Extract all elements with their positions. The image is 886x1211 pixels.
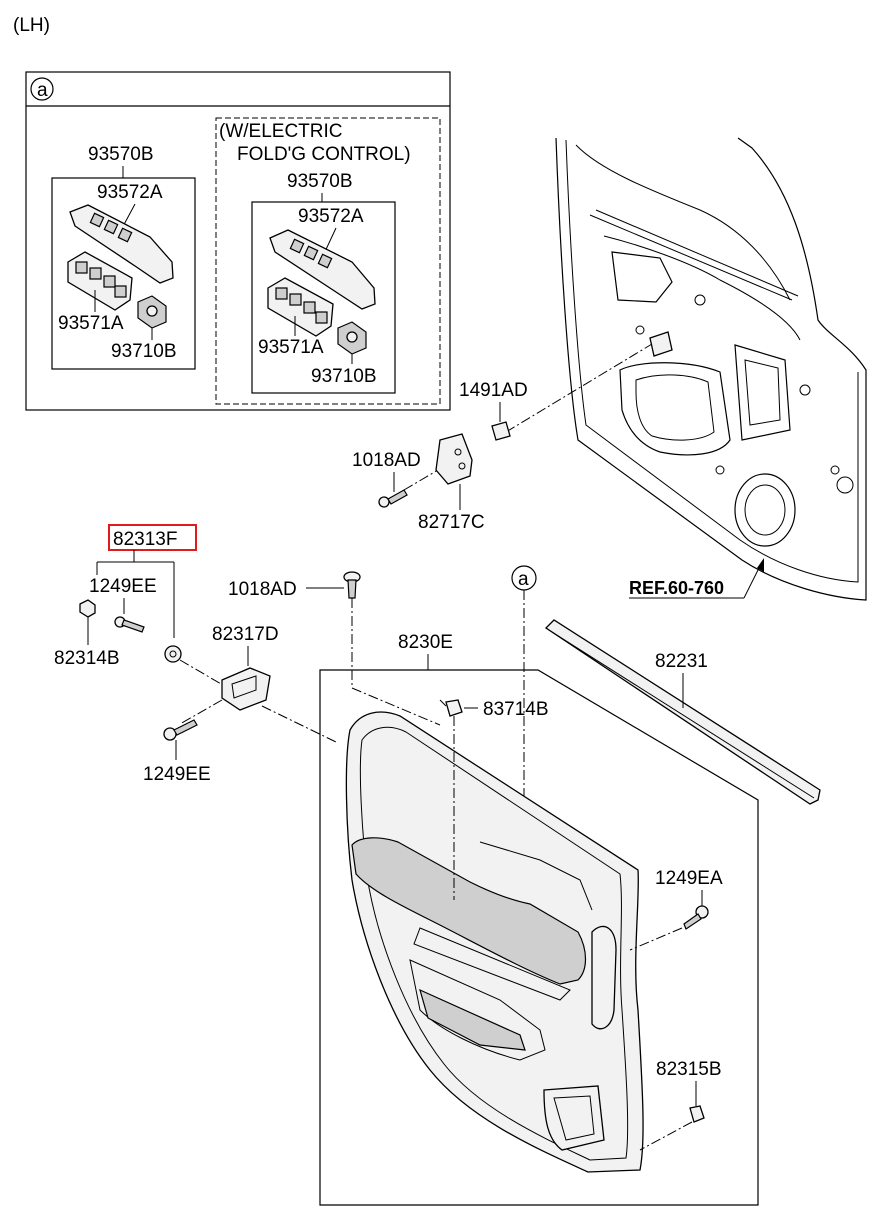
label-93710B-fold: 93710B — [311, 366, 377, 387]
switch-block-93571A-fold — [267, 277, 334, 337]
label-8230E: 8230E — [398, 632, 453, 653]
highlight-82313F — [108, 524, 197, 551]
side-label: (LH) — [13, 15, 50, 36]
bracket-82717C — [435, 433, 473, 485]
standard-switch-group: 93570B 93572A 93571A 93710B — [51, 144, 196, 370]
clip-1491AD — [491, 421, 511, 441]
armrest — [351, 837, 587, 985]
label-82231: 82231 — [655, 651, 708, 672]
label-1491AD: 1491AD — [459, 380, 528, 401]
label-93571A-fold: 93571A — [258, 337, 324, 358]
ref-label: REF.60-760 — [629, 578, 724, 598]
label-93572A-fold: 93572A — [298, 206, 364, 227]
grommet-82313F — [164, 645, 182, 663]
weatherstrip-82231 — [544, 619, 821, 805]
label-1249EE-lower: 1249EE — [143, 764, 211, 785]
label-93570B-fold: 93570B — [287, 171, 353, 192]
label-82313F: 82313F — [113, 529, 177, 550]
clip-83714B — [439, 699, 463, 717]
electric-fold-note-line1: (W/ELECTRIC — [219, 121, 343, 142]
switch-block-93571A-standard — [67, 251, 133, 311]
speaker-opening — [734, 473, 796, 547]
label-82717C: 82717C — [418, 512, 485, 533]
label-1018AD-lower: 1018AD — [228, 579, 297, 600]
label-93572A-standard: 93572A — [97, 182, 163, 203]
label-93710B-standard: 93710B — [111, 341, 177, 362]
screw-1249EE-upper — [114, 616, 145, 633]
clip-82315B — [689, 1105, 705, 1123]
nut-82314B — [79, 599, 96, 618]
label-82317D: 82317D — [212, 624, 279, 645]
label-93570B-standard: 93570B — [88, 144, 154, 165]
detail-box: a 93570B 93572A 93571A 93710B — [25, 71, 451, 411]
detail-marker-circle — [30, 77, 54, 101]
trim-marker-label: a — [518, 569, 529, 590]
screw-1018AD-lower — [343, 571, 361, 599]
electric-fold-switch-group: (W/ELECTRIC FOLD'G CONTROL) 93570B 93572… — [215, 117, 441, 405]
detail-marker-label: a — [37, 80, 48, 101]
bracket-82317D — [221, 667, 271, 711]
screw-1018AD-upper — [378, 489, 408, 508]
label-83714B: 83714B — [483, 699, 549, 720]
screw-1249EA — [683, 905, 709, 930]
label-93571A-standard: 93571A — [58, 313, 124, 334]
label-82314B: 82314B — [54, 648, 120, 669]
electric-fold-note-line2: FOLD'G CONTROL) — [237, 144, 411, 165]
label-1249EA: 1249EA — [655, 868, 723, 889]
label-1018AD-upper: 1018AD — [352, 450, 421, 471]
grab-handle — [591, 925, 617, 1030]
label-82315B: 82315B — [656, 1059, 722, 1080]
label-1249EE-upper: 1249EE — [89, 576, 157, 597]
trim-panel-outline-box — [319, 669, 759, 1206]
door-inner-panel — [555, 137, 867, 601]
screw-1249EE-lower — [163, 719, 198, 741]
door-trim-panel-8230E — [345, 711, 644, 1173]
